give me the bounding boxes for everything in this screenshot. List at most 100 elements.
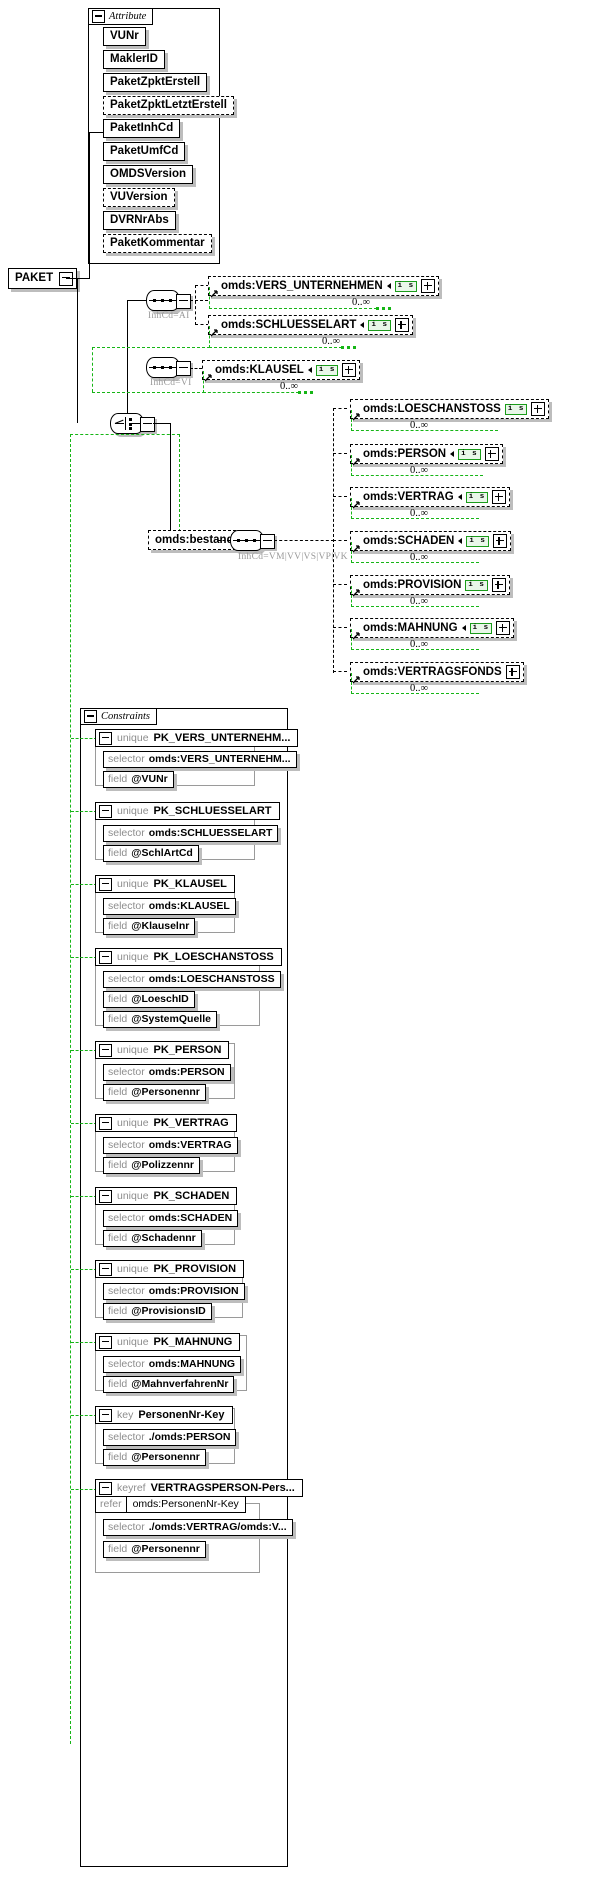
expand-icon[interactable] bbox=[394, 318, 409, 332]
sequence-compositor-bestand[interactable] bbox=[230, 530, 275, 551]
collapse-icon[interactable] bbox=[140, 417, 155, 432]
constraint-selector[interactable]: selector omds:VERTRAG bbox=[103, 1137, 238, 1154]
expand-icon[interactable] bbox=[491, 578, 506, 592]
constraint-selector[interactable]: selector omds:LOESCHANSTOSS bbox=[103, 971, 281, 988]
constraint-selector[interactable]: selector omds:SCHLUESSELART bbox=[103, 825, 279, 842]
constraint-selector[interactable]: selector omds:SCHADEN bbox=[103, 1210, 239, 1227]
sequence-compositor-vi[interactable] bbox=[146, 357, 191, 378]
element-ref-vertragsfonds[interactable]: omds:VERTRAGSFONDS bbox=[350, 662, 524, 684]
attribute-item-omdsversion[interactable]: OMDSVersion bbox=[103, 165, 194, 184]
expand-icon[interactable] bbox=[342, 363, 357, 377]
selector-label: selector bbox=[108, 1212, 145, 1224]
element-ref-person[interactable]: omds:PERSON i s bbox=[350, 444, 503, 466]
constraint-header-pk-person[interactable]: unique PK_PERSON bbox=[95, 1041, 230, 1059]
element-ref-schaden[interactable]: omds:SCHADEN i s bbox=[350, 531, 511, 553]
expand-icon[interactable] bbox=[496, 621, 511, 635]
constraint-field[interactable]: field @LoeschID bbox=[103, 991, 195, 1008]
constraint-header-personennr-key[interactable]: key PersonenNr-Key bbox=[95, 1406, 233, 1424]
element-ref-loeschanstoss[interactable]: omds:LOESCHANSTOSS i s bbox=[350, 399, 550, 421]
constraint-kind: unique bbox=[117, 1263, 149, 1275]
attribute-item-vuversion[interactable]: VUVersion bbox=[103, 188, 175, 207]
constraint-field[interactable]: field @Klauselnr bbox=[103, 918, 196, 935]
constraint-field[interactable]: field @VUNr bbox=[103, 771, 174, 788]
constraint-header-pk-mahnung[interactable]: unique PK_MAHNUNG bbox=[95, 1333, 241, 1351]
expand-icon[interactable] bbox=[505, 665, 520, 679]
constraint-selector[interactable]: selector omds:PROVISION bbox=[103, 1283, 245, 1300]
collapse-icon[interactable] bbox=[99, 1189, 112, 1203]
expand-icon[interactable] bbox=[492, 490, 507, 504]
constraint-selector[interactable]: selector omds:VERS_UNTERNEHM... bbox=[103, 751, 297, 768]
type-arrow-icon bbox=[461, 625, 466, 631]
expand-icon[interactable] bbox=[531, 402, 546, 416]
collapse-icon[interactable] bbox=[99, 1116, 112, 1130]
expand-icon[interactable] bbox=[492, 534, 507, 548]
attribute-group-tab[interactable]: Attribute bbox=[88, 8, 154, 25]
attribute-item-paketzpktletzterstell[interactable]: PaketZpktLetztErstell bbox=[103, 96, 234, 115]
green-connector bbox=[351, 475, 483, 476]
element-ref-provision[interactable]: omds:PROVISION i s bbox=[350, 575, 510, 597]
constraint-field[interactable]: field @Personennr bbox=[103, 1084, 206, 1101]
connector bbox=[195, 324, 209, 325]
constraint-header-pk-vertrag[interactable]: unique PK_VERTRAG bbox=[95, 1114, 237, 1132]
collapse-icon[interactable] bbox=[99, 731, 112, 745]
constraint-field[interactable]: field @Schadennr bbox=[103, 1230, 202, 1247]
constraints-frame-tab[interactable]: Constraints bbox=[80, 708, 158, 725]
collapse-icon[interactable] bbox=[99, 804, 112, 818]
element-ref-mahnung[interactable]: omds:MAHNUNG i s bbox=[350, 618, 515, 640]
attribute-item-paketkommentar[interactable]: PaketKommentar bbox=[103, 234, 212, 253]
collapse-icon[interactable] bbox=[99, 1408, 112, 1422]
attribute-item-vunr[interactable]: VUNr bbox=[103, 27, 146, 46]
constraint-selector[interactable]: selector omds:KLAUSEL bbox=[103, 898, 236, 915]
green-connector bbox=[351, 455, 352, 476]
collapse-icon[interactable] bbox=[176, 361, 191, 376]
constraint-selector[interactable]: selector omds:PERSON bbox=[103, 1064, 231, 1081]
constraint-header-pk-klausel[interactable]: unique PK_KLAUSEL bbox=[95, 875, 235, 893]
constraint-header-vertragsperson-keyref[interactable]: keyref VERTRAGSPERSON-Pers... bbox=[95, 1479, 303, 1497]
constraint-refer[interactable]: refer omds:PersonenNr-Key bbox=[95, 1496, 246, 1513]
attribute-label: VUVersion bbox=[110, 191, 168, 203]
constraint-field[interactable]: field @ProvisionsID bbox=[103, 1303, 212, 1320]
attribute-item-maklerid[interactable]: MaklerID bbox=[103, 50, 165, 69]
connector bbox=[89, 132, 91, 279]
sequence-compositor-ai[interactable] bbox=[146, 290, 191, 311]
constraint-selector[interactable]: selector ./omds:PERSON bbox=[103, 1429, 237, 1446]
element-label: omds:KLAUSEL bbox=[215, 364, 304, 376]
collapse-icon[interactable] bbox=[176, 294, 191, 309]
constraint-field-2[interactable]: field @SystemQuelle bbox=[103, 1011, 217, 1028]
constraint-header-pk-loeschanstoss[interactable]: unique PK_LOESCHANSTOSS bbox=[95, 948, 282, 966]
constraint-selector[interactable]: selector omds:MAHNUNG bbox=[103, 1356, 242, 1373]
attribute-item-paketumfcd[interactable]: PaketUmfCd bbox=[103, 142, 186, 161]
attribute-item-paketzpkterstell[interactable]: PaketZpktErstell bbox=[103, 73, 208, 92]
constraint-selector[interactable]: selector ./omds:VERTRAG/omds:V... bbox=[103, 1519, 293, 1536]
expand-icon[interactable] bbox=[484, 447, 499, 461]
choice-compositor[interactable] bbox=[110, 413, 155, 434]
attribute-item-paketinhcd[interactable]: PaketInhCd bbox=[103, 119, 181, 138]
element-ref-vertrag[interactable]: omds:VERTRAG i s bbox=[350, 487, 511, 509]
collapse-icon[interactable] bbox=[99, 1481, 112, 1495]
element-ref-klausel[interactable]: omds:KLAUSEL i s bbox=[202, 360, 361, 382]
constraint-field[interactable]: field @Personennr bbox=[103, 1449, 206, 1466]
constraint-header-pk-provision[interactable]: unique PK_PROVISION bbox=[95, 1260, 245, 1278]
element-ref-schluesselart[interactable]: omds:SCHLUESSELART i s bbox=[208, 315, 413, 337]
constraint-field[interactable]: field @MahnverfahrenNr bbox=[103, 1376, 235, 1393]
constraint-header-pk-vers-unternehmen[interactable]: unique PK_VERS_UNTERNEHM... bbox=[95, 729, 299, 747]
collapse-icon[interactable] bbox=[99, 1262, 112, 1276]
element-ref-vers-unternehmen[interactable]: omds:VERS_UNTERNEHMEN i s bbox=[208, 276, 440, 298]
collapse-icon[interactable] bbox=[99, 1043, 112, 1057]
reference-arrow-icon bbox=[352, 588, 361, 597]
collapse-icon[interactable] bbox=[260, 534, 275, 549]
collapse-icon[interactable] bbox=[99, 877, 112, 891]
constraint-header-pk-schluesselart[interactable]: unique PK_SCHLUESSELART bbox=[95, 802, 280, 820]
constraint-field[interactable]: field @Personennr bbox=[103, 1541, 206, 1558]
collapse-icon[interactable] bbox=[92, 10, 105, 23]
green-connector bbox=[71, 884, 97, 885]
constraint-field[interactable]: field @Polizzennr bbox=[103, 1157, 201, 1174]
attribute-item-dvrnrabs[interactable]: DVRNrAbs bbox=[103, 211, 176, 230]
constraint-header-pk-schaden[interactable]: unique PK_SCHADEN bbox=[95, 1187, 238, 1205]
collapse-icon[interactable] bbox=[99, 950, 112, 964]
constraint-field[interactable]: field @SchlArtCd bbox=[103, 845, 199, 862]
collapse-icon[interactable] bbox=[99, 1335, 112, 1349]
expand-icon[interactable] bbox=[421, 279, 436, 293]
field-value: @MahnverfahrenNr bbox=[131, 1378, 229, 1390]
collapse-icon[interactable] bbox=[84, 710, 97, 723]
